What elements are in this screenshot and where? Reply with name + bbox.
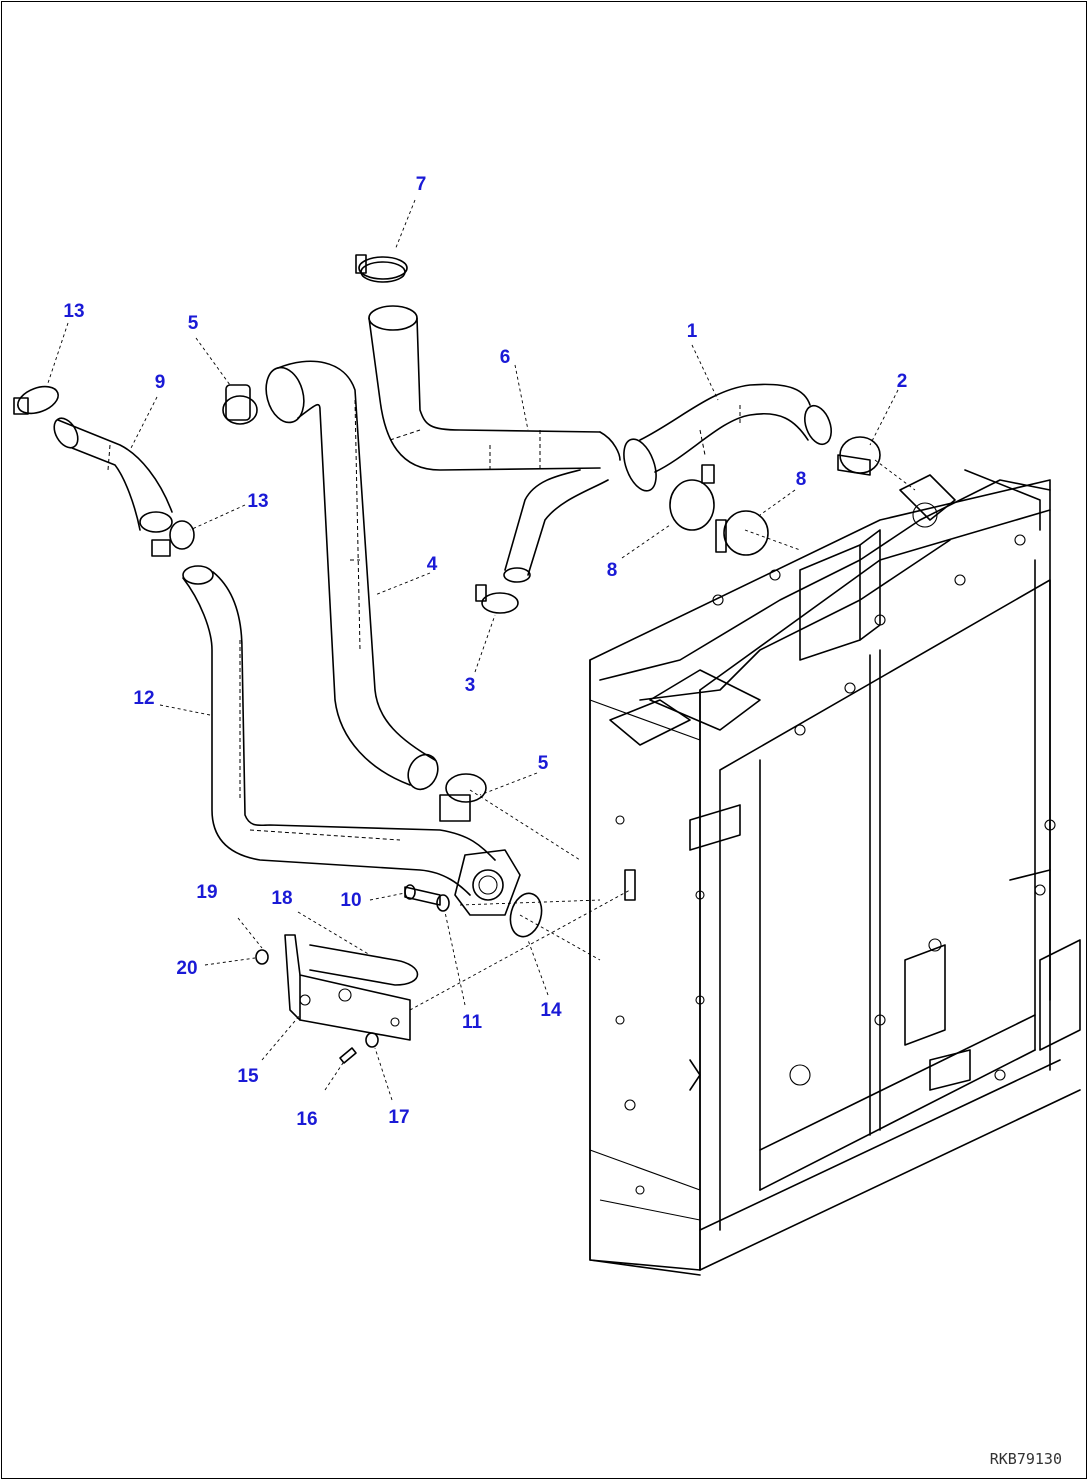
hose-4 xyxy=(265,360,439,791)
clamp-2 xyxy=(837,436,881,476)
bolt-16 xyxy=(339,1047,357,1064)
callout-19[interactable]: 19 xyxy=(196,882,218,903)
clamp-13a xyxy=(13,385,59,415)
o-ring-14 xyxy=(509,892,543,938)
callout-18[interactable]: 18 xyxy=(271,888,293,909)
hose-9 xyxy=(53,417,173,533)
callout-10[interactable]: 10 xyxy=(340,890,362,911)
callout-12[interactable]: 12 xyxy=(133,688,155,709)
washer-17 xyxy=(365,1032,379,1048)
clamp-13b xyxy=(151,520,195,557)
bolt-10 xyxy=(404,884,441,906)
washer-11 xyxy=(436,894,450,912)
callout-5-lower[interactable]: 5 xyxy=(537,753,549,774)
drawing-code: RKB79130 xyxy=(989,1450,1062,1468)
callout-20[interactable]: 20 xyxy=(176,958,198,979)
hose-12 xyxy=(182,565,521,916)
clamp-7 xyxy=(355,254,408,283)
callout-7[interactable]: 7 xyxy=(415,174,427,195)
clamp-5a xyxy=(222,384,258,425)
callout-3[interactable]: 3 xyxy=(464,675,476,696)
callout-15[interactable]: 15 xyxy=(237,1066,259,1087)
callout-11[interactable]: 11 xyxy=(461,1012,483,1033)
clamp-8b xyxy=(715,510,769,556)
callout-5-upper[interactable]: 5 xyxy=(187,313,199,334)
callout-2[interactable]: 2 xyxy=(896,371,908,392)
hose-1 xyxy=(623,383,832,492)
callout-9[interactable]: 9 xyxy=(154,372,166,393)
clamp-8a xyxy=(669,464,715,531)
callout-17[interactable]: 17 xyxy=(388,1107,410,1128)
callout-16[interactable]: 16 xyxy=(296,1109,318,1130)
leader-lines xyxy=(47,199,916,1101)
callout-4[interactable]: 4 xyxy=(426,554,438,575)
callout-8-left[interactable]: 8 xyxy=(606,560,618,581)
hose-6 xyxy=(368,305,621,583)
callout-8-right[interactable]: 8 xyxy=(795,469,807,490)
callout-6[interactable]: 6 xyxy=(499,347,511,368)
nut-20 xyxy=(255,949,269,965)
clamp-3 xyxy=(475,584,519,614)
callout-14[interactable]: 14 xyxy=(540,1000,562,1021)
clamp-5b xyxy=(439,773,487,822)
bracket-15 xyxy=(284,934,411,1041)
callout-13-upper[interactable]: 13 xyxy=(63,301,85,322)
callout-1[interactable]: 1 xyxy=(686,321,698,342)
radiator-assembly xyxy=(589,469,1081,1276)
callout-13-lower[interactable]: 13 xyxy=(247,491,269,512)
u-bolt-18 xyxy=(309,944,419,986)
